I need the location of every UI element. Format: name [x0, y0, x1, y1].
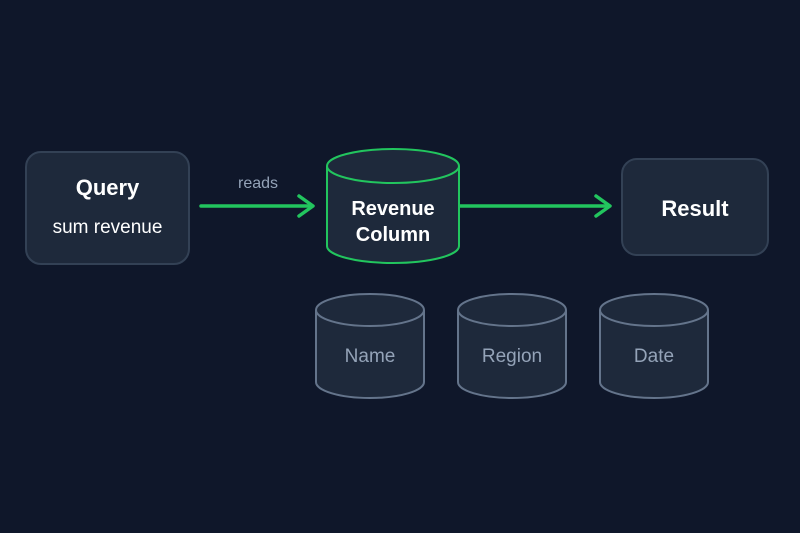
result-arrow	[458, 194, 612, 218]
reads-arrow	[199, 194, 315, 218]
revenue-column-label-line2: Column	[356, 224, 430, 246]
result-title: Result	[661, 196, 729, 221]
revenue-column-label-line1: Revenue	[351, 198, 434, 220]
query-node: Query sum revenue	[25, 151, 190, 265]
result-node: Result	[621, 158, 769, 256]
name-column-label: Name	[345, 346, 396, 367]
query-subtitle: sum revenue	[52, 217, 163, 238]
region-column-label: Region	[482, 346, 542, 367]
query-title: Query	[75, 175, 140, 200]
name-column-cylinder: Name	[315, 293, 425, 399]
revenue-column-cylinder: Revenue Column	[326, 148, 460, 264]
date-column-cylinder: Date	[599, 293, 709, 399]
region-column-cylinder: Region	[457, 293, 567, 399]
reads-edge-label: reads	[238, 175, 278, 192]
date-column-label: Date	[634, 346, 674, 367]
